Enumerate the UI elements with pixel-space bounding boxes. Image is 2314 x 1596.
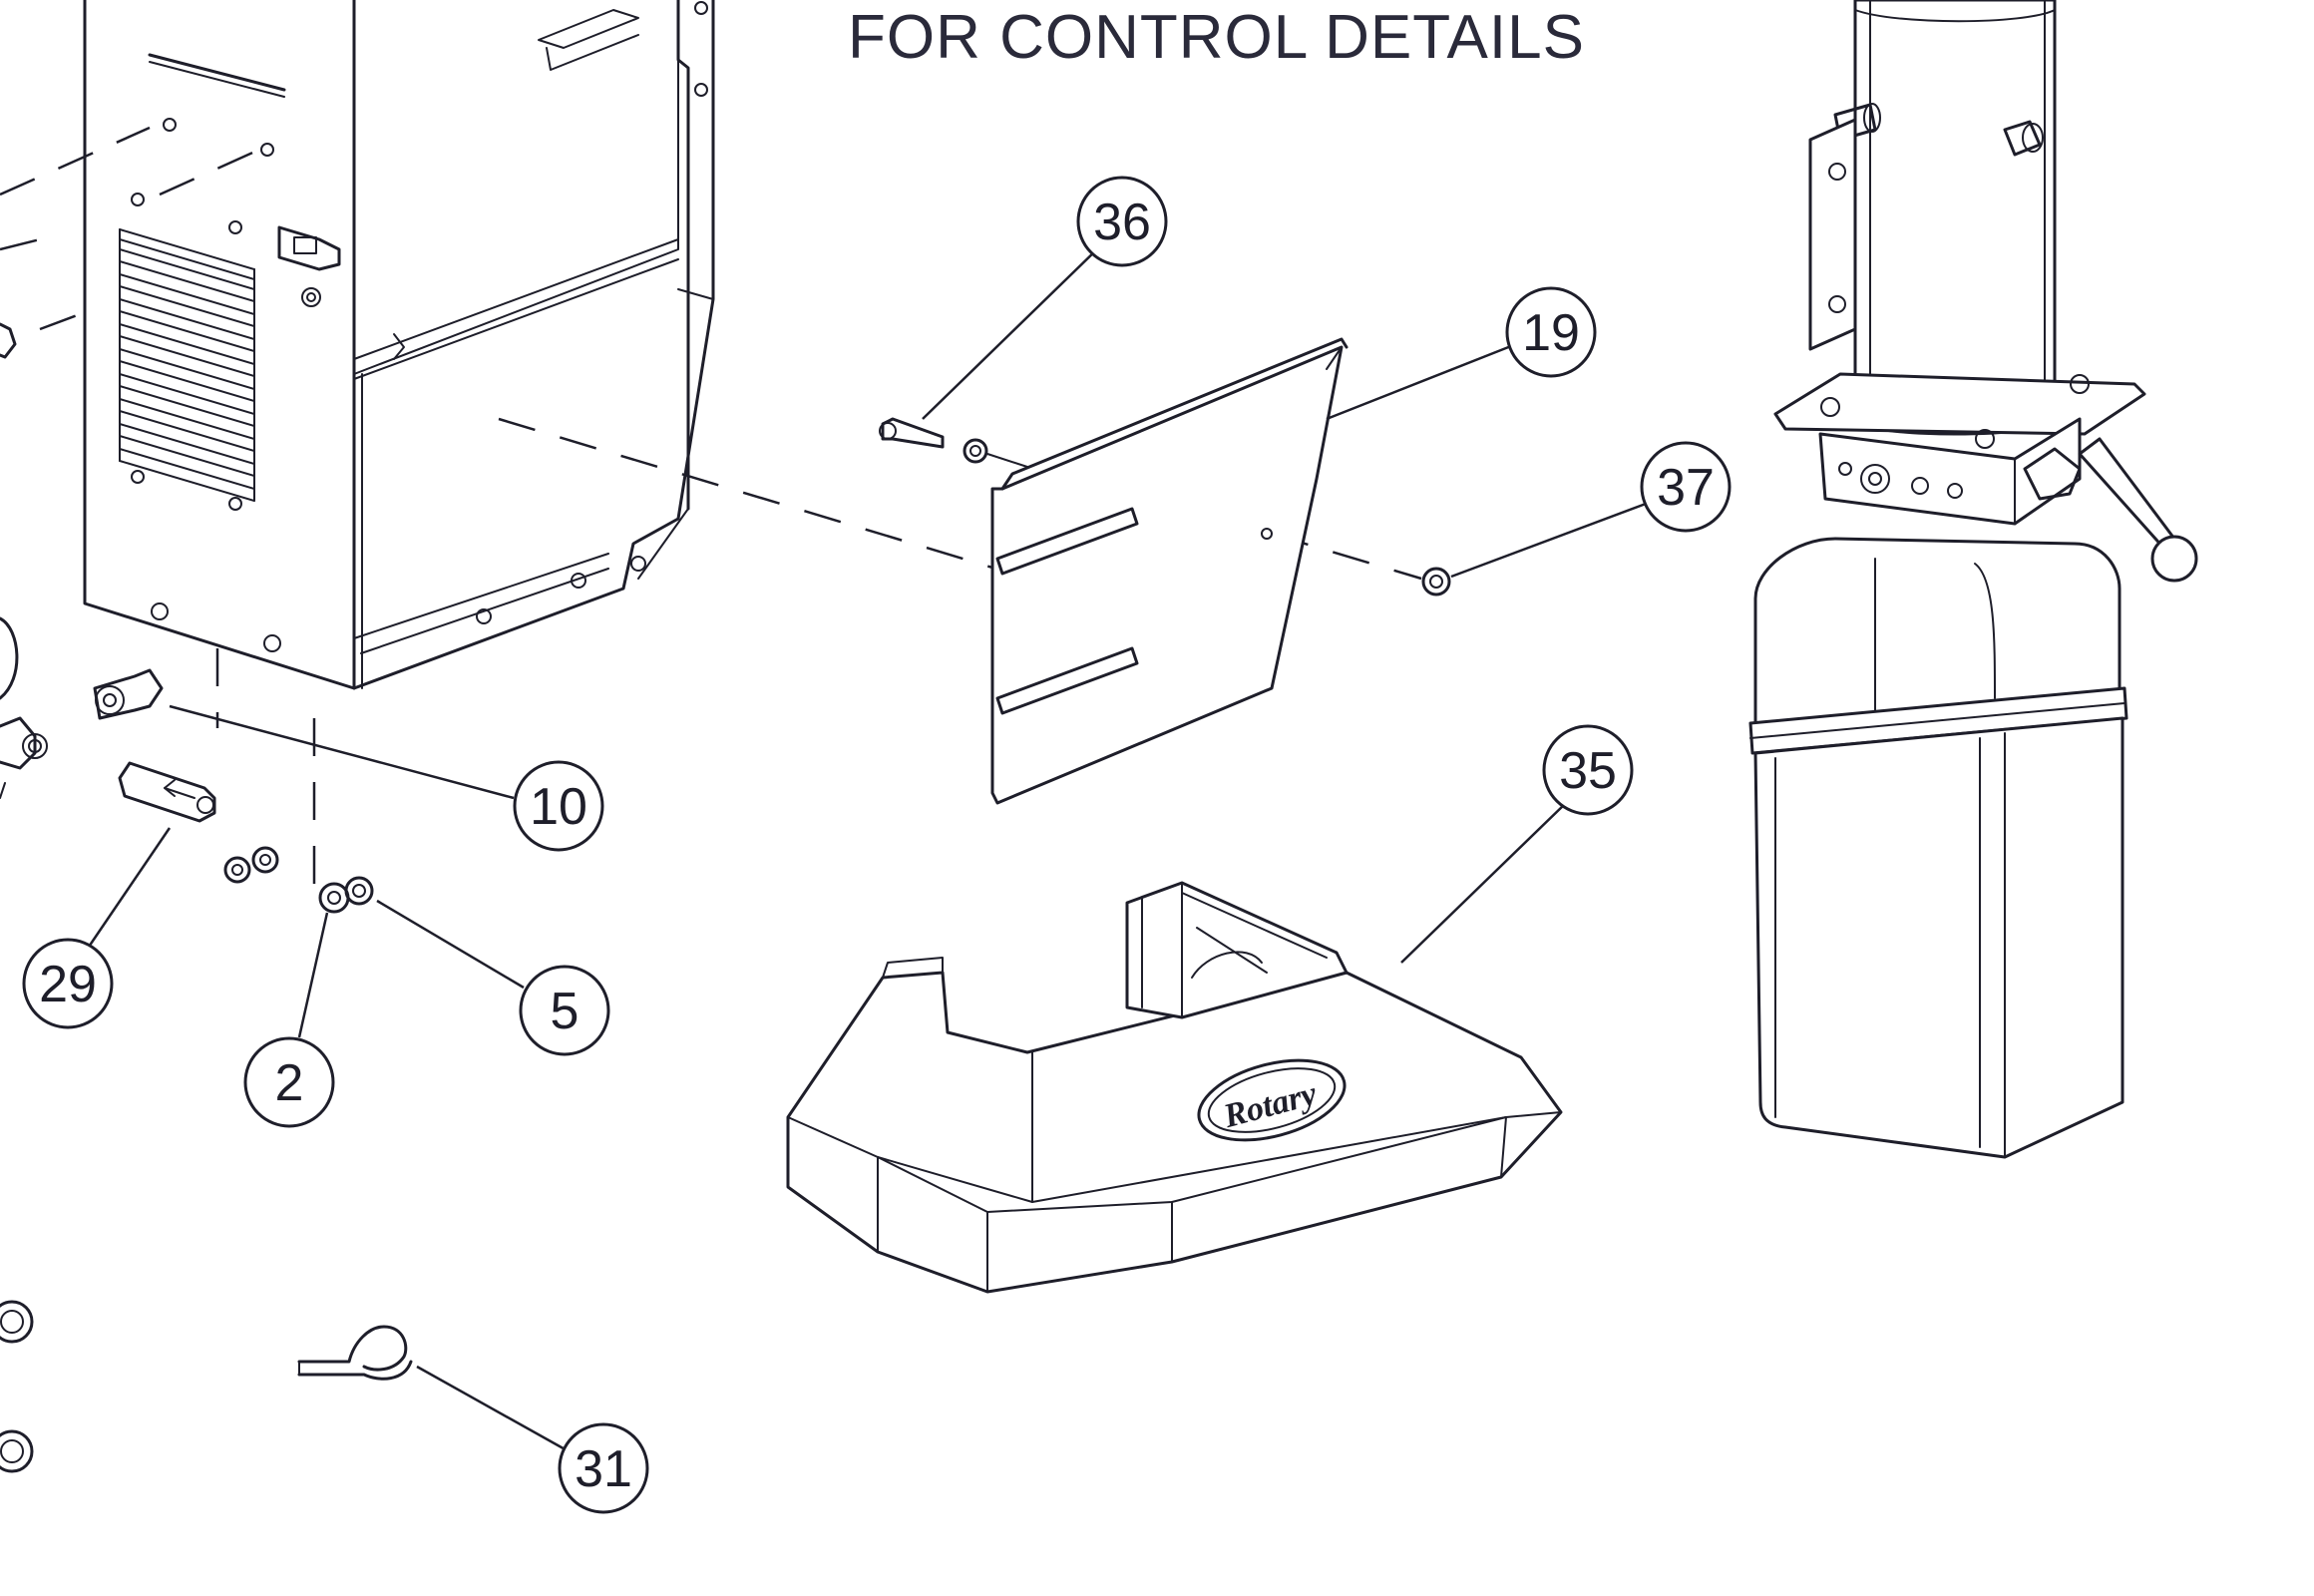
hydraulic-fitting-10	[93, 668, 164, 720]
svg-text:19: 19	[1522, 304, 1580, 362]
callout-10: 10	[513, 760, 604, 852]
washer-2	[318, 882, 350, 914]
hose-clip-31	[297, 1325, 413, 1381]
cover-plate-19	[990, 337, 1349, 805]
callout-29: 29	[22, 938, 114, 1029]
control-details-note: FOR CONTROL DETAILS	[848, 3, 1585, 72]
cabinet-holes	[131, 1, 708, 652]
svg-text:5: 5	[551, 983, 579, 1040]
callout-36: 36	[1076, 176, 1168, 267]
callout-35: 35	[1542, 724, 1634, 816]
svg-text:10: 10	[530, 778, 587, 836]
control-cabinet	[0, 0, 1422, 1473]
washer-nut-set-left	[223, 846, 279, 884]
svg-text:29: 29	[39, 956, 97, 1013]
svg-text:37: 37	[1657, 459, 1715, 517]
hydraulic-power-unit	[1748, 0, 2198, 1159]
callout-31: 31	[558, 1422, 649, 1514]
vent-louvres	[119, 228, 255, 502]
svg-text:31: 31	[575, 1440, 632, 1498]
nut-5	[344, 876, 374, 906]
callout-37: 37	[1640, 441, 1732, 533]
svg-text:2: 2	[275, 1054, 304, 1112]
bolt-36	[879, 417, 1028, 468]
callout-5: 5	[519, 965, 610, 1056]
svg-text:35: 35	[1559, 742, 1617, 800]
power-receptacle	[277, 225, 341, 307]
check-valve-29	[118, 761, 216, 823]
base-cover-35: Rotary	[786, 881, 1563, 1294]
svg-text:36: 36	[1093, 194, 1151, 251]
callout-19: 19	[1505, 286, 1597, 378]
nut-37	[1421, 567, 1451, 597]
leader-lines	[83, 243, 1647, 1453]
callout-2: 2	[243, 1036, 335, 1128]
